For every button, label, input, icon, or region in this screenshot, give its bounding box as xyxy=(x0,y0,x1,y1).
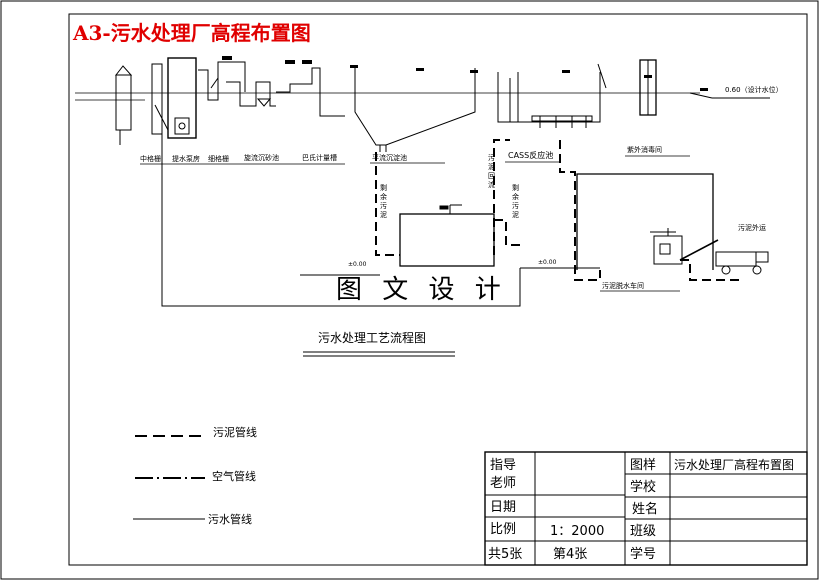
label-sludge-out: 污泥外运 xyxy=(738,223,766,232)
title-block xyxy=(484,451,808,566)
label-parshall-flume: 巴氏计量槽 xyxy=(302,153,337,162)
legend-air-label: 空气管线 xyxy=(212,469,256,483)
tb-name-label: 姓名 xyxy=(632,501,658,517)
thickener-tank xyxy=(399,204,495,267)
tb-scale-value: 1：2000 xyxy=(550,524,604,539)
lower-elevation-tags: ±0.00 ±0.00 xyxy=(348,259,557,268)
tb-drawing-value: 污水处理厂高程布置图 xyxy=(674,457,794,472)
sheet-title: A3-污水处理厂高程布置图 xyxy=(72,21,311,45)
label-fine-screen: 细格栅 xyxy=(208,154,229,163)
tb-date-label: 日期 xyxy=(490,500,516,515)
elevation-profile xyxy=(75,57,770,152)
label-uv: 紫外消毒间 xyxy=(627,145,662,154)
legend-sludge-label: 污泥管线 xyxy=(213,425,257,439)
svg-text:±0.00: ±0.00 xyxy=(538,259,557,266)
tb-class-label: 班级 xyxy=(630,524,656,539)
label-excess-sludge-2: 剩余污泥 xyxy=(512,183,519,219)
tb-advisor-line1: 指导 xyxy=(490,458,516,473)
truck-icon xyxy=(715,251,769,275)
inner-frame xyxy=(68,13,808,566)
label-pump-house: 提水泵房 xyxy=(172,154,200,163)
label-design-level: 0.60（设计水位） xyxy=(725,85,783,94)
sewage-lines xyxy=(161,134,600,307)
label-dewatering: 污泥脱水车间 xyxy=(602,281,644,290)
dewatering-building xyxy=(576,173,719,270)
watermark-text: 图 文 设 计 xyxy=(336,275,507,305)
label-grit-chamber: 旋流沉砂池 xyxy=(244,153,279,162)
label-return-sludge: 污泥回流 xyxy=(488,154,495,189)
elevation-markers xyxy=(222,56,708,91)
title-block-text: 指导 老师 日期 比例 1：2000 共5张 第4张 图样 污水处理厂高程布置图… xyxy=(488,457,794,562)
tb-school-label: 学校 xyxy=(630,479,656,495)
svg-text:±0.00: ±0.00 xyxy=(348,261,367,268)
tb-scale-label: 比例 xyxy=(490,522,516,537)
sludge-lines xyxy=(375,139,740,281)
vertical-labels: 污泥回流 剩余污泥 剩余污泥 xyxy=(380,154,519,219)
legend: 污泥管线 空气管线 污水管线 xyxy=(133,425,257,526)
tb-sheet-number: 第4张 xyxy=(553,547,587,562)
label-underlines xyxy=(140,155,690,292)
tb-advisor-line2: 老师 xyxy=(490,476,516,491)
label-cass: CASS反应池 xyxy=(508,150,553,160)
tb-drawing-label: 图样 xyxy=(630,458,656,473)
tb-student-no-label: 学号 xyxy=(630,546,656,562)
label-coarse-screen: 中格栅 xyxy=(140,154,161,163)
unit-labels: 中格栅 提水泵房 细格栅 旋流沉砂池 巴氏计量槽 平流沉淀池 CASS反应池 紫… xyxy=(140,85,783,290)
diagram-caption: 污水处理工艺流程图 xyxy=(318,330,426,345)
tb-sheet-count: 共5张 xyxy=(488,547,522,562)
label-sedimentation: 平流沉淀池 xyxy=(372,153,407,162)
legend-sewage-label: 污水管线 xyxy=(208,512,252,526)
label-excess-sludge-1: 剩余污泥 xyxy=(380,183,387,219)
